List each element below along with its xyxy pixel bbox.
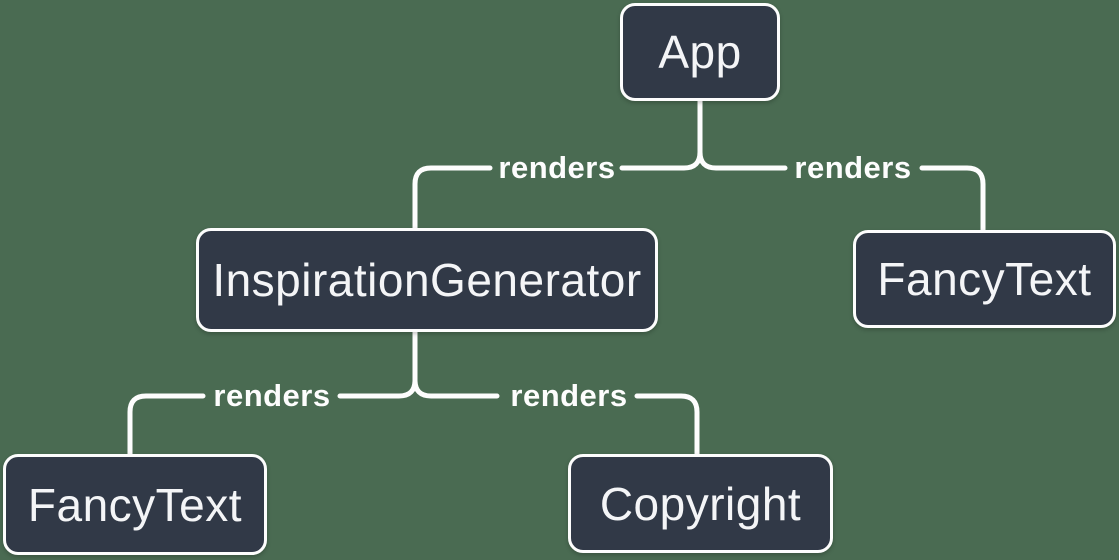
connector-app-fancytext-right: [919, 165, 986, 233]
node-app: App: [620, 3, 780, 101]
edge-label-inspiration-copyright: renders: [510, 378, 628, 413]
node-copyright: Copyright: [568, 454, 833, 553]
connector-app-inspiration-right: [619, 97, 703, 171]
connector-inspiration-copyright-right: [634, 393, 700, 457]
connector-app-fancytext-left: [697, 97, 788, 171]
connector-inspiration-fancytext-right: [337, 329, 418, 399]
edge-label-inspiration-fancytext: renders: [213, 378, 331, 413]
connector-inspiration-fancytext-left: [127, 393, 206, 457]
node-inspiration-generator: InspirationGenerator: [196, 228, 658, 332]
connector-app-inspiration-left: [412, 165, 493, 231]
connector-inspiration-copyright-left: [412, 329, 500, 399]
node-fancy-text-bottom-label: FancyText: [27, 478, 243, 531]
node-fancy-text-top-label: FancyText: [877, 253, 1092, 305]
node-inspiration-generator-label: InspirationGenerator: [212, 254, 642, 306]
node-fancy-text-top: FancyText: [853, 230, 1116, 328]
node-app-label: App: [658, 26, 742, 78]
node-fancy-text-bottom: FancyText: [3, 454, 267, 555]
edge-label-app-inspiration: renders: [498, 150, 616, 185]
node-copyright-label: Copyright: [599, 477, 802, 530]
edge-label-app-fancytext: renders: [794, 150, 912, 185]
